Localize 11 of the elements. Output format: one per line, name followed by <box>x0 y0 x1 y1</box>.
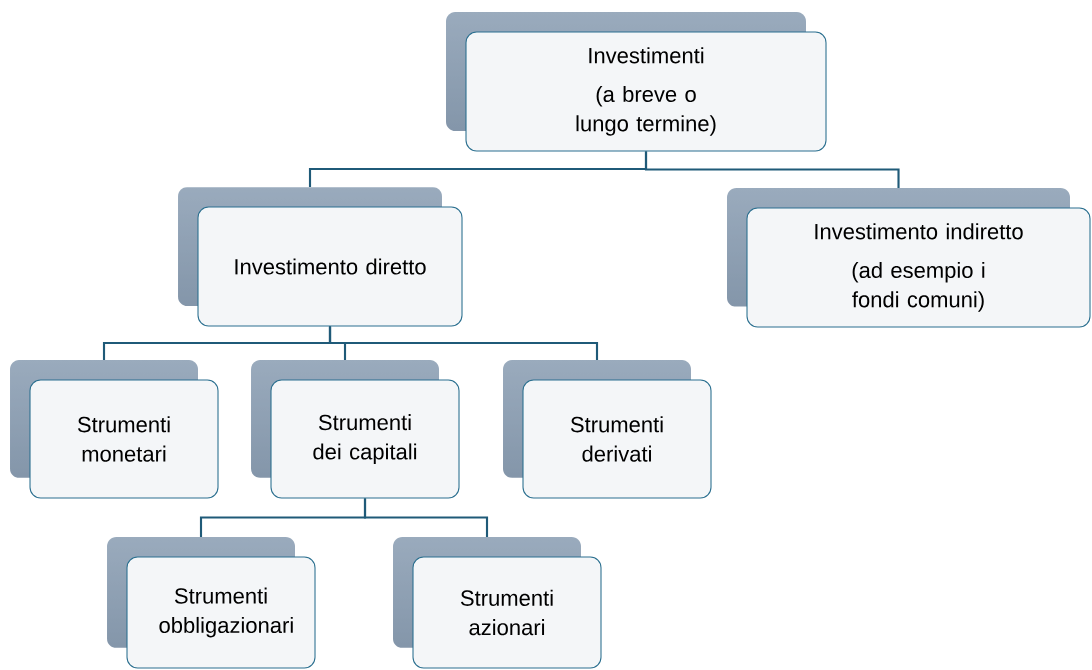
card: Investimento diretto <box>197 206 463 327</box>
connector <box>328 326 599 360</box>
connector <box>363 498 489 537</box>
card: Investimento indiretto (ad esempio i fondi comuni) <box>746 207 1091 328</box>
connector <box>644 151 900 188</box>
card: Strumenti dei capitali <box>270 379 460 499</box>
card: Strumenti obbligazionari <box>126 556 316 669</box>
card: Investimenti (a breve o lungo termine) <box>465 31 827 152</box>
card: Strumenti azionari <box>412 556 602 669</box>
card: Strumenti monetari <box>29 379 219 499</box>
card: Strumenti derivati <box>522 379 712 499</box>
